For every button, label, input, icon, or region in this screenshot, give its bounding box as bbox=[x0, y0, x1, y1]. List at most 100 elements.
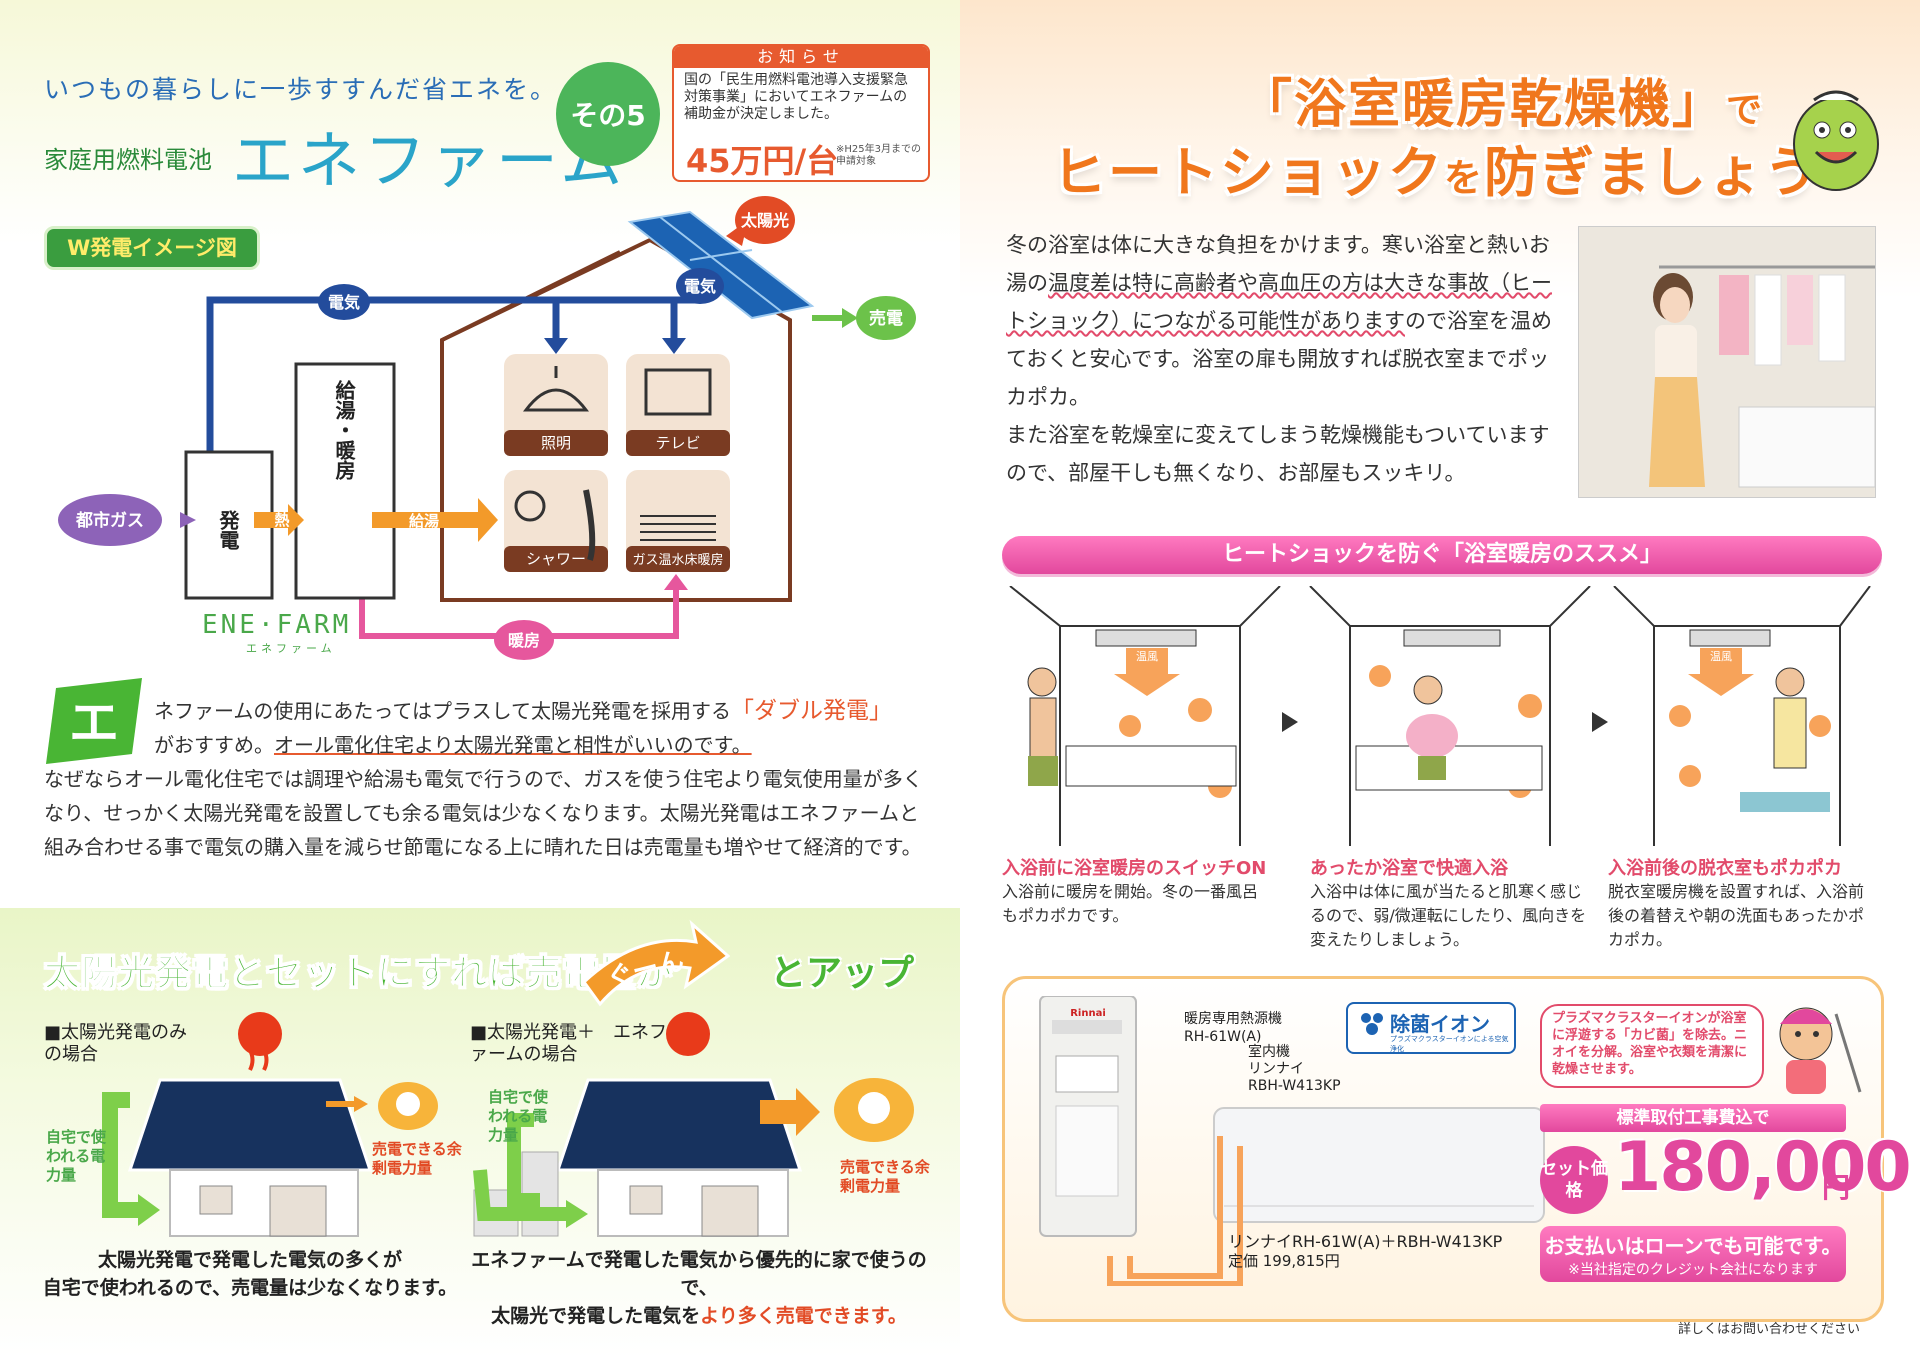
right-title-line1: 「浴室暖房乾燥機」で bbox=[1240, 75, 1765, 135]
loan-box: お支払いはローンでも可能です。 ※当社指定のクレジット会社になります bbox=[1540, 1226, 1846, 1282]
sub-label: 家庭用燃料電池 bbox=[44, 146, 212, 174]
tile-label-3: シャワー bbox=[526, 550, 586, 568]
svg-text:エ: エ bbox=[69, 694, 119, 752]
hot-box-label: 給湯・暖房 bbox=[332, 379, 356, 481]
step3-body: 脱衣室暖房機を設置すれば、入浴前後の着替えや朝の洗面もあったかポカポカ。 bbox=[1608, 882, 1865, 949]
heater-label: 暖房専用熱源機 RH-61W(A) bbox=[1184, 1011, 1282, 1045]
electric-line bbox=[206, 296, 700, 515]
notice-head: お知らせ bbox=[674, 46, 928, 68]
ion-sub: プラズマクラスターイオンによる空気浄化 bbox=[1390, 1035, 1509, 1053]
tile-lighting bbox=[504, 354, 608, 456]
tv-icon bbox=[644, 368, 712, 416]
indoor-label: 室内機 リンナイ RBH-W413KP bbox=[1248, 1044, 1341, 1094]
guun-arrow-icon: ぐーん bbox=[582, 919, 730, 1007]
set-price: 180,000 bbox=[1614, 1128, 1912, 1207]
step2-illustration bbox=[1309, 586, 1591, 846]
case1-sell: 売電できる余剰電力量 bbox=[372, 1140, 462, 1177]
tile-label-4: ガス温水床暖房 bbox=[632, 552, 723, 568]
double-gen-highlight: 「ダブル発電」 bbox=[731, 698, 892, 724]
lamp-icon bbox=[522, 366, 590, 412]
mascot-icon bbox=[1793, 90, 1879, 191]
tile-label-1: 照明 bbox=[541, 434, 571, 452]
plasma-bubble: プラズマクラスターイオンが浴室に浮遊する「カビ菌」を除去。ニオイを分解。浴室や衣… bbox=[1540, 1004, 1764, 1088]
product-illustration: Rinnai bbox=[1039, 996, 1545, 1286]
page-title: エネファーム bbox=[232, 124, 627, 197]
case2-illustration bbox=[473, 1012, 914, 1237]
step2-body: 入浴中は体に風が当たると肌寒く感じるので、弱/微運転にしたり、風向きを変えたりし… bbox=[1310, 882, 1587, 949]
w-generation-diagram: 都市ガス 電気 電気 太陽光 売電 暖房 発電 給湯・暖房 熱 給湯 照明 テレ… bbox=[58, 196, 916, 660]
gas-label: 都市ガス bbox=[75, 510, 144, 531]
notice-body: 国の「民生用燃料電池導入支援緊急対策事業」においてエネファームの補助金が決定しま… bbox=[684, 72, 908, 122]
sun-icon bbox=[666, 1012, 710, 1056]
indoor-unit bbox=[1213, 1107, 1545, 1223]
solar-title-b: とアップ bbox=[770, 953, 915, 994]
case2-sell: 売電できる余剰電力量 bbox=[840, 1158, 930, 1195]
hot-water-box bbox=[294, 362, 396, 600]
list-price: 定価 199,815円 bbox=[1228, 1252, 1340, 1270]
footer-note: 詳しくはお問い合わせください bbox=[1678, 1322, 1861, 1337]
loan-text: お支払いはローンでも可能です。 bbox=[1544, 1234, 1842, 1258]
solar-roof bbox=[555, 1078, 803, 1172]
heat-shock-bar: ヒートショックを防ぐ「浴室暖房のススメ」 bbox=[1002, 536, 1882, 574]
warm-wind-label-2: 温風 bbox=[1710, 650, 1732, 663]
body-rest: なぜならオール電化住宅では調理や給湯も電気で行うので、ガスを使う住宅より電気使用… bbox=[44, 767, 923, 859]
step3-illustration bbox=[1613, 586, 1871, 846]
electric-label-2: 電気 bbox=[684, 277, 716, 296]
heat-label: 熱 bbox=[274, 511, 289, 529]
case1-home-use: 自宅で使われる電力量 bbox=[46, 1128, 107, 1184]
set-price-badge: セット価格 bbox=[1540, 1146, 1608, 1214]
mascot-cleaner-icon bbox=[1779, 1007, 1862, 1094]
step2-title: あったか浴室で快適入浴 bbox=[1310, 858, 1508, 879]
notice-note: ※H25年3月までの申請対象 bbox=[836, 144, 921, 167]
tile-floor-heating bbox=[626, 470, 730, 572]
body-line2: がおすすめ。 bbox=[154, 733, 274, 757]
supply-label: 給湯 bbox=[409, 512, 439, 530]
bathroom-photo bbox=[1578, 226, 1876, 498]
diagram-badge: W発電イメージ図 bbox=[44, 226, 260, 270]
left-page: いつもの暮らしに一歩すすんだ省エネを。 家庭用燃料電池 エネファーム その5 お… bbox=[0, 0, 960, 1357]
body-underline: オール電化住宅より太陽光発電と相性がいいのです。 bbox=[274, 733, 752, 757]
solar-roof bbox=[127, 1078, 373, 1172]
solar-title: 太陽光発電とセットにすれば売電量が bbox=[43, 953, 674, 995]
sell-label: 売電 bbox=[869, 308, 903, 329]
electric-label-1: 電気 bbox=[328, 293, 360, 312]
case1-title: ■太陽光発電のみ の場合 bbox=[44, 1022, 206, 1065]
case1-illustration bbox=[102, 1012, 438, 1237]
house-body bbox=[169, 1169, 359, 1237]
steps-illustrations: 温風 温風 bbox=[1009, 586, 1871, 846]
step1-title: 入浴前に浴室暖房のスイッチON bbox=[1002, 858, 1267, 879]
case2-title: ■太陽光発電＋ エネファームの場合 bbox=[470, 1022, 668, 1065]
solar-label: 太陽光 bbox=[740, 211, 789, 230]
enefarm-logo: ENE·FARM bbox=[202, 610, 352, 640]
drop-cap-icon: エ bbox=[46, 678, 142, 764]
sun-icon bbox=[238, 1012, 282, 1056]
arrow-right-icon bbox=[1592, 712, 1608, 732]
enefarm-logo-sub: エネファーム bbox=[246, 642, 336, 655]
set-model: リンナイRH-61W(A)＋RBH-W413KP bbox=[1228, 1232, 1503, 1251]
case2-caption: エネファームで発電した電気から優先的に家で使うので、 太陽光で発電した電気をより… bbox=[471, 1249, 927, 1327]
arrow-right-icon bbox=[1282, 712, 1298, 732]
gas-pill bbox=[58, 494, 162, 546]
shower-icon bbox=[583, 489, 596, 561]
step3-title: 入浴前後の脱衣室もポカポカ bbox=[1608, 858, 1842, 879]
body-line1: ネファームの使用にあたってはプラスして太陽光発電を採用する bbox=[154, 699, 731, 723]
body-text: ネファームの使用にあたってはプラスして太陽光発電を採用する「ダブル発電」 がおす… bbox=[44, 694, 924, 864]
brand-logo: Rinnai bbox=[1070, 1008, 1106, 1019]
floor-heating-icon bbox=[640, 515, 716, 541]
ion-label: 除菌イオン bbox=[1390, 1012, 1490, 1036]
gen-box-label: 発電 bbox=[216, 509, 240, 550]
step1-body: 入浴前に暖房を開始。冬の一番風呂もポカポカです。 bbox=[1002, 882, 1259, 925]
std-install-bar: 標準取付工事費込で bbox=[1540, 1104, 1846, 1132]
tile-label-2: テレビ bbox=[655, 434, 700, 452]
case2-home-use: 自宅で使われる電力量 bbox=[488, 1088, 549, 1144]
right-title-line2: ヒートショックを防ぎましょう bbox=[1052, 141, 1821, 204]
warm-wind-label-1: 温風 bbox=[1136, 650, 1158, 663]
ion-badge: 除菌イオン プラズマクラスターイオンによる空気浄化 bbox=[1346, 1002, 1516, 1054]
case1-caption: 太陽光発電で発電した電気の多くが 自宅で使われるので、売電量は少なくなります。 bbox=[42, 1249, 458, 1299]
heating-label: 暖房 bbox=[508, 631, 540, 650]
part-badge: その5 bbox=[556, 62, 660, 166]
price-yen: 円 bbox=[1822, 1171, 1851, 1204]
tile-tv bbox=[626, 354, 730, 456]
right-body-text: 冬の浴室は体に大きな負担をかけます。寒い浴室と熱いお湯の温度差は特に高齢者や高血… bbox=[1006, 233, 1552, 485]
